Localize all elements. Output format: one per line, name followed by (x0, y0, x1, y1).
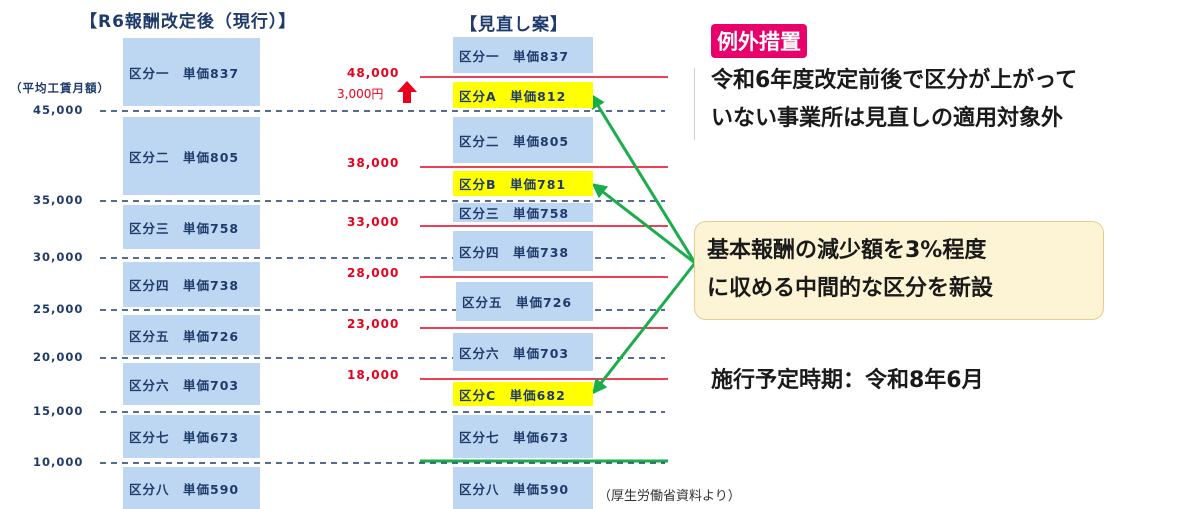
proposed-category-3: 区分二 単価805 (453, 117, 593, 163)
current-category-7: 区分七 単価673 (123, 415, 260, 458)
exception-badge: 例外措置 (711, 24, 807, 58)
increase-note: 3,000円 (337, 87, 384, 101)
y-axis-label: （平均工賃月額） (10, 81, 110, 95)
proposed-category-6: 区分四 単価738 (453, 231, 593, 271)
exception-line-2: いない事業所は見直しの適用対象外 (711, 106, 1064, 131)
arrow-to-category-c (592, 262, 697, 395)
proposed-category-8: 区分六 単価703 (453, 333, 593, 371)
y-tick-20000: 20,000 (33, 350, 84, 364)
current-header: 【R6報酬改定後（現行）】 (80, 12, 297, 32)
proposed-threshold-48000: 48,000 (347, 66, 400, 80)
current-category-3: 区分三 単価758 (123, 205, 260, 249)
source-note: （厚生労働省資料より） (598, 489, 741, 504)
effective-date: 施行予定時期：令和8年6月 (711, 368, 984, 393)
arrow-to-category-a (590, 93, 697, 264)
y-tick-30000: 30,000 (33, 250, 84, 264)
proposed-category-11: 区分八 単価590 (453, 467, 593, 509)
y-tick-45000: 45,000 (33, 103, 84, 117)
proposed-threshold-38000: 38,000 (347, 156, 400, 170)
proposed-category-4: 区分B 単価781 (453, 171, 593, 196)
proposal-header: 【見直し案】 (460, 15, 568, 35)
up-arrow-icon (397, 81, 417, 103)
y-tick-10000: 10,000 (33, 455, 84, 469)
current-category-2: 区分二 単価805 (123, 117, 260, 195)
current-category-5: 区分五 単価726 (123, 315, 260, 355)
proposed-threshold-23000: 23,000 (347, 317, 400, 331)
proposed-threshold-28000: 28,000 (347, 266, 400, 280)
y-tick-35000: 35,000 (33, 193, 84, 207)
proposed-category-1: 区分一 単価837 (453, 37, 593, 73)
current-category-6: 区分六 単価703 (123, 363, 260, 405)
current-category-8: 区分八 単価590 (123, 467, 260, 509)
exception-line-1: 令和6年度改定前後で区分が上がって (711, 68, 1078, 93)
y-tick-25000: 25,000 (33, 302, 84, 316)
current-category-4: 区分四 単価738 (123, 262, 260, 307)
callout-line-1: 基本報酬の減少額を3%程度 (707, 238, 987, 263)
proposed-category-2: 区分A 単価812 (453, 82, 593, 108)
proposed-threshold-33000: 33,000 (347, 215, 400, 229)
proposed-category-9: 区分C 単価682 (453, 382, 593, 406)
proposed-category-10: 区分七 単価673 (453, 415, 593, 458)
y-tick-15000: 15,000 (33, 404, 84, 418)
arrow-to-category-b (591, 183, 696, 265)
callout-box: 基本報酬の減少額を3%程度 に収める中間的な区分を新設 (694, 221, 1104, 320)
proposed-category-7: 区分五 単価726 (456, 282, 593, 321)
callout-line-2: に収める中間的な区分を新設 (707, 276, 994, 301)
current-category-1: 区分一 単価837 (123, 38, 260, 106)
proposed-category-5: 区分三 単価758 (453, 203, 593, 222)
proposed-threshold-18000: 18,000 (347, 368, 400, 382)
exception-divider (694, 68, 695, 140)
